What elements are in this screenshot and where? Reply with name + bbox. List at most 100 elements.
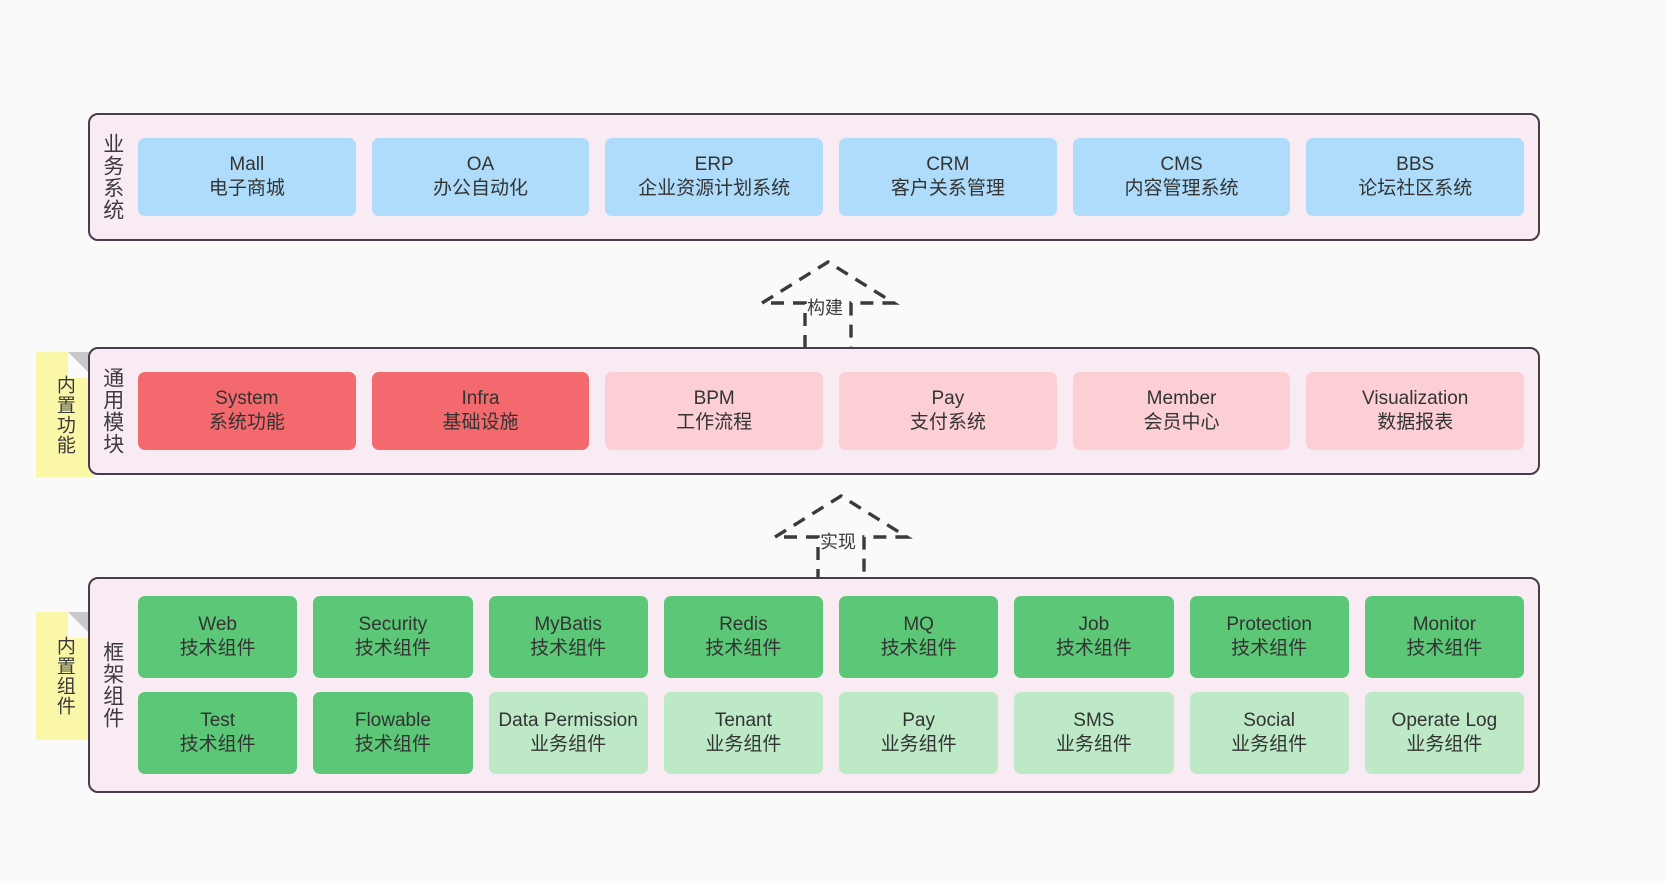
card-title-en: MyBatis: [534, 613, 602, 635]
card-title-cn: 业务组件: [1406, 734, 1483, 755]
card-title-cn: 基础设施: [442, 412, 519, 433]
card-title-cn: 业务组件: [1231, 734, 1308, 755]
card-test[interactable]: Test 技术组件: [138, 692, 298, 774]
card-title-cn: 技术组件: [354, 734, 431, 755]
card-tenant[interactable]: Tenant 业务组件: [663, 692, 823, 774]
card-web[interactable]: Web 技术组件: [138, 596, 298, 678]
card-title-cn: 企业资源计划系统: [638, 178, 791, 199]
layer-title-framework-component: 框架组件: [100, 641, 124, 729]
card-title-en: Tenant: [714, 709, 772, 731]
layer-title-common-module: 通用模块: [100, 367, 124, 455]
card-title-en: MQ: [903, 613, 934, 635]
arrow-implement: 实现: [768, 492, 918, 584]
card-title-en: OA: [466, 153, 495, 175]
card-social[interactable]: Social 业务组件: [1189, 692, 1349, 774]
card-pay[interactable]: Pay 支付系统: [839, 372, 1057, 450]
card-title-en: Visualization: [1362, 387, 1469, 409]
card-mq[interactable]: MQ 技术组件: [839, 596, 999, 678]
card-mall[interactable]: Mall 电子商城: [138, 138, 356, 216]
card-title-cn: 数据报表: [1377, 412, 1454, 433]
layer-framework-component: 框架组件 Web 技术组件 Security 技术组件 MyBatis 技术组件…: [88, 577, 1540, 793]
card-title-en: Data Permission: [498, 709, 638, 731]
card-bpm[interactable]: BPM 工作流程: [605, 372, 824, 450]
card-title-cn: 客户关系管理: [890, 178, 1005, 199]
card-sms[interactable]: SMS 业务组件: [1014, 692, 1174, 774]
card-protection[interactable]: Protection 技术组件: [1189, 596, 1349, 678]
card-title-en: Job: [1078, 613, 1110, 635]
card-title-cn: 业务组件: [1055, 734, 1132, 755]
card-title-en: Member: [1146, 387, 1217, 409]
card-title-en: Pay: [902, 709, 935, 731]
layer-common-module: 通用模块 System 系统功能 Infra 基础设施 BPM 工作流程 Pay…: [88, 347, 1540, 475]
card-member[interactable]: Member 会员中心: [1072, 372, 1291, 450]
card-title-cn: 技术组件: [705, 638, 782, 659]
arrow-implement-label: 实现: [820, 532, 856, 552]
card-title-en: BBS: [1396, 153, 1435, 175]
card-title-cn: 技术组件: [354, 638, 431, 659]
card-title-en: CMS: [1160, 153, 1203, 175]
layer-business-system: 业务系统 Mall 电子商城 OA 办公自动化 ERP 企业资源计划系统 CRM…: [88, 113, 1540, 241]
card-title-cn: 技术组件: [179, 638, 256, 659]
card-security[interactable]: Security 技术组件: [313, 596, 473, 678]
card-system[interactable]: System 系统功能: [138, 372, 356, 450]
card-title-cn: 会员中心: [1143, 412, 1220, 433]
card-title-en: CRM: [926, 153, 970, 175]
card-title-cn: 技术组件: [1231, 638, 1308, 659]
card-title-en: Pay: [931, 387, 965, 409]
arrow-build-label: 构建: [807, 298, 843, 318]
card-cms[interactable]: CMS 内容管理系统: [1072, 138, 1291, 216]
card-title-en: Redis: [719, 613, 768, 635]
card-title-en: Web: [198, 613, 237, 635]
layer-title-business-system: 业务系统: [100, 133, 124, 221]
card-title-cn: 技术组件: [880, 638, 957, 659]
card-flowable[interactable]: Flowable 技术组件: [313, 692, 473, 774]
framework-row-technical: Web 技术组件 Security 技术组件 MyBatis 技术组件 Redi…: [138, 596, 1524, 678]
card-title-en: Monitor: [1412, 613, 1477, 635]
card-title-cn: 技术组件: [530, 638, 607, 659]
card-job[interactable]: Job 技术组件: [1014, 596, 1174, 678]
card-oa[interactable]: OA 办公自动化: [371, 138, 590, 216]
card-title-en: SMS: [1073, 709, 1115, 731]
card-pay-business[interactable]: Pay 业务组件: [839, 692, 999, 774]
note-label: 内置功能: [53, 374, 75, 455]
card-title-cn: 技术组件: [179, 734, 256, 755]
note-builtin-component: 内置组件: [36, 612, 94, 740]
card-operate-log[interactable]: Operate Log 业务组件: [1364, 692, 1524, 774]
card-title-cn: 业务组件: [705, 734, 782, 755]
note-builtin-function: 内置功能: [36, 352, 94, 477]
card-title-cn: 业务组件: [880, 734, 957, 755]
card-title-cn: 业务组件: [530, 734, 607, 755]
card-mybatis[interactable]: MyBatis 技术组件: [488, 596, 648, 678]
card-infra[interactable]: Infra 基础设施: [371, 372, 590, 450]
arrow-build: 构建: [755, 258, 905, 350]
layer-body-common-module: System 系统功能 Infra 基础设施 BPM 工作流程 Pay 支付系统…: [134, 349, 1538, 473]
card-title-en: Protection: [1226, 613, 1312, 635]
card-title-en: Mall: [229, 153, 265, 175]
layer-body-business-system: Mall 电子商城 OA 办公自动化 ERP 企业资源计划系统 CRM 客户关系…: [134, 115, 1538, 239]
card-title-cn: 支付系统: [909, 412, 986, 433]
card-title-en: Flowable: [354, 709, 431, 731]
card-title-cn: 论坛社区系统: [1358, 178, 1473, 199]
card-monitor[interactable]: Monitor 技术组件: [1364, 596, 1524, 678]
arrow-implement-outline: [769, 493, 913, 582]
card-title-en: Test: [200, 709, 236, 731]
card-title-en: System: [215, 387, 279, 409]
card-visualization[interactable]: Visualization 数据报表: [1306, 372, 1525, 450]
card-title-en: ERP: [694, 153, 734, 175]
card-crm[interactable]: CRM 客户关系管理: [839, 138, 1057, 216]
card-title-en: BPM: [693, 387, 735, 409]
card-title-cn: 技术组件: [1055, 638, 1132, 659]
card-title-en: Security: [358, 613, 428, 635]
card-data-permission[interactable]: Data Permission 业务组件: [488, 692, 648, 774]
framework-row-business: Test 技术组件 Flowable 技术组件 Data Permission …: [138, 692, 1524, 774]
card-bbs[interactable]: BBS 论坛社区系统: [1306, 138, 1525, 216]
card-erp[interactable]: ERP 企业资源计划系统: [605, 138, 824, 216]
card-title-cn: 技术组件: [1406, 638, 1483, 659]
card-redis[interactable]: Redis 技术组件: [663, 596, 823, 678]
card-title-cn: 电子商城: [208, 178, 285, 199]
card-title-cn: 工作流程: [676, 412, 753, 433]
card-title-en: Operate Log: [1391, 709, 1498, 731]
card-title-cn: 办公自动化: [433, 178, 529, 199]
layer-body-framework-component: Web 技术组件 Security 技术组件 MyBatis 技术组件 Redi…: [134, 579, 1538, 791]
